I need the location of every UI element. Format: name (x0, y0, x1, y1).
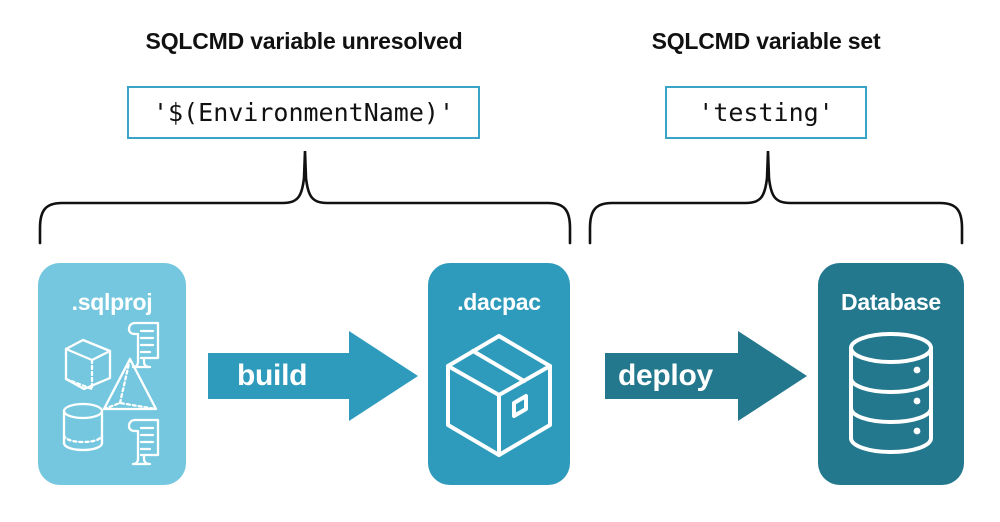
arrow-deploy-label: deploy (618, 359, 713, 392)
database-cylinder-icon (849, 332, 933, 454)
arrow-build (208, 331, 418, 421)
sqlproj-artwork (62, 321, 160, 466)
stage-label-sqlproj: .sqlproj (71, 289, 153, 315)
column-heading-left: SQLCMD variable unresolved (145, 28, 463, 54)
arrow-build-shape (208, 331, 418, 421)
code-text-unresolved: '$(EnvironmentName)' (152, 98, 455, 127)
pyramid-wireframe-icon (102, 357, 158, 411)
arrow-deploy (605, 331, 807, 421)
database-artwork (849, 332, 933, 454)
arrow-build-label: build (237, 359, 308, 392)
package-box-icon (446, 334, 552, 457)
brace-left-icon (38, 150, 572, 245)
code-box-unresolved-variable: '$(EnvironmentName)' (127, 86, 480, 139)
cylinder-wireframe-icon (62, 402, 104, 452)
column-heading-right: SQLCMD variable set (651, 28, 881, 54)
stage-box-database: Database (818, 263, 964, 485)
dacpac-artwork (446, 334, 552, 457)
scroll-icon (127, 418, 160, 466)
stage-box-dacpac: .dacpac (428, 263, 570, 485)
cube-wireframe-icon (64, 338, 112, 391)
scroll-icon (127, 321, 160, 369)
brace-group (38, 150, 964, 245)
code-box-resolved-variable: 'testing' (665, 86, 867, 139)
brace-right-icon (588, 150, 964, 245)
stage-label-database: Database (841, 289, 941, 315)
arrow-deploy-shape (605, 331, 807, 421)
stage-box-sqlproj: .sqlproj (38, 263, 186, 485)
code-text-resolved: 'testing' (698, 98, 834, 127)
stage-label-dacpac: .dacpac (457, 289, 541, 315)
